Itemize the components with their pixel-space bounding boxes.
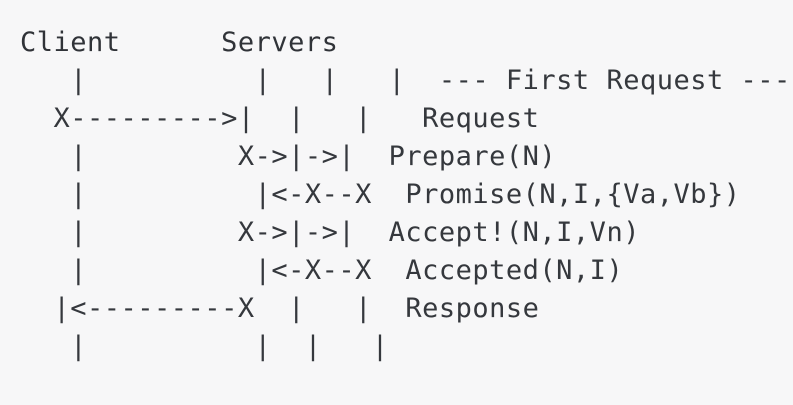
diagram-header-row: Client Servers [20,27,339,58]
diagram-row-accept: | X->|->| Accept!(N,I,Vn) [20,217,640,248]
diagram-row-idle-bottom: | | | | [20,331,389,362]
diagram-row-idle-top: | | | | --- First Request --- [20,65,791,96]
diagram-row-promise: | |<-X--X Promise(N,I,{Va,Vb}) [20,179,741,210]
diagram-row-accepted: | |<-X--X Accepted(N,I) [20,255,624,286]
diagram-row-response: |<---------X | | Response [20,293,540,324]
ascii-art-canvas: Client Servers | | | | --- First Request… [20,24,793,366]
diagram-row-request: X--------->| | | Request [20,103,540,134]
diagram-row-prepare: | X->|->| Prepare(N) [20,141,557,172]
